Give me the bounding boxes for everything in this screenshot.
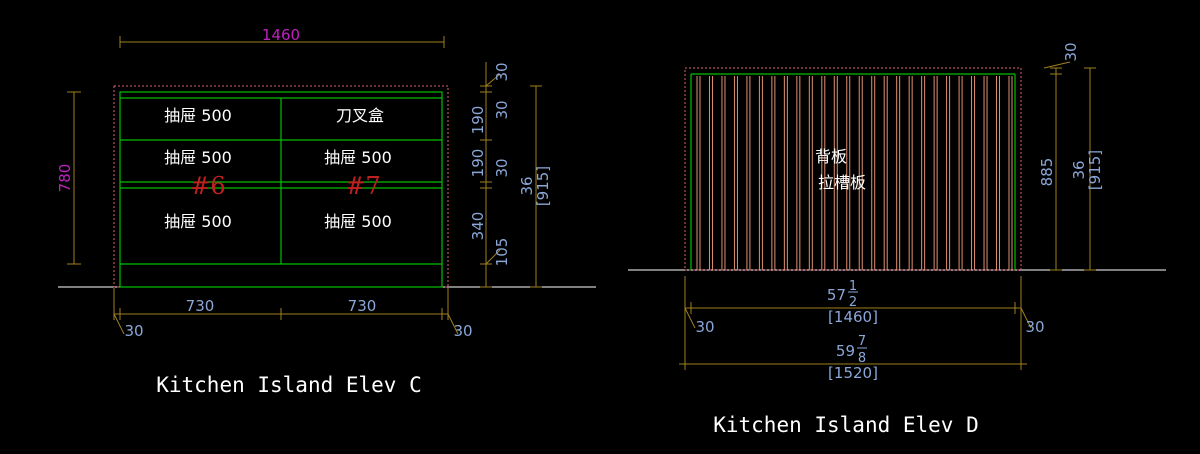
dim-outer-width-metric: [1520] bbox=[828, 364, 878, 382]
dim-width-total-text: 1460 bbox=[262, 26, 300, 44]
drawer-label: 抽屉 500 bbox=[164, 106, 232, 125]
dim-inner-width-num: 1 bbox=[849, 279, 857, 294]
dim-col-right-text: 730 bbox=[348, 297, 377, 315]
panel-label-line2: 拉槽板 bbox=[818, 173, 866, 192]
dim-right-chain-text: 105 bbox=[493, 238, 511, 267]
dim-inner-width-den: 2 bbox=[849, 295, 857, 310]
cabinet-tag-7: #7 bbox=[345, 172, 380, 200]
dim-right-chain-text: 30 bbox=[493, 158, 511, 177]
drawer-label: 抽屉 500 bbox=[164, 148, 232, 167]
dim-right-chain-text: 30 bbox=[493, 100, 511, 119]
dim-height-metric-d-text: [915] bbox=[1086, 150, 1104, 190]
dim-right-chain-text: 30 bbox=[493, 62, 511, 81]
cabinet-tag-6: #6 bbox=[190, 172, 225, 200]
dim-height-885-text: 885 bbox=[1038, 158, 1056, 187]
drawer-label: 抽屉 500 bbox=[324, 212, 392, 231]
drawer-label: 抽屉 500 bbox=[164, 212, 232, 231]
elevation-c: 抽屉 500 刀叉盒 抽屉 500 抽屉 500 抽屉 500 抽屉 500 #… bbox=[56, 26, 596, 397]
dim-height-imperial-text: 36 bbox=[518, 176, 536, 195]
dim-right-d bbox=[1043, 61, 1096, 271]
dim-bottom-d bbox=[679, 276, 1032, 370]
dim-height-total-text: 780 bbox=[56, 164, 74, 193]
drawer-label: 刀叉盒 bbox=[336, 106, 384, 125]
dim-height-imperial-d-text: 36 bbox=[1070, 160, 1088, 179]
slat-group bbox=[696, 76, 1013, 270]
dim-width-total-c bbox=[119, 36, 445, 48]
dim-inner-width-metric: [1460] bbox=[828, 308, 878, 326]
dim-height-metric-text: [915] bbox=[534, 166, 552, 206]
panel-frame-d bbox=[690, 73, 1016, 270]
dim-top-30-d-text: 30 bbox=[1062, 42, 1080, 61]
panel-outline-dashed-d bbox=[684, 67, 1022, 271]
elevation-d: 背板 拉槽板 30 885 36 [915] bbox=[628, 42, 1166, 437]
dim-inner-width-whole: 57 bbox=[827, 286, 846, 304]
dim-right-chain-text: 340 bbox=[469, 212, 487, 241]
dim-height-total-c bbox=[67, 91, 81, 265]
dim-chain-right-c bbox=[480, 62, 542, 288]
dim-right-chain-text: 190 bbox=[469, 106, 487, 135]
dim-right-30-text: 30 bbox=[453, 322, 472, 340]
dim-outer-width-den: 8 bbox=[858, 351, 866, 366]
dim-outer-width-num: 7 bbox=[858, 334, 866, 349]
dim-col-left-text: 730 bbox=[186, 297, 215, 315]
elevation-c-title: Kitchen Island Elev C bbox=[156, 373, 422, 397]
drawer-label: 抽屉 500 bbox=[324, 148, 392, 167]
dim-right-chain-text: 190 bbox=[469, 149, 487, 178]
dim-bottom-c bbox=[113, 288, 459, 335]
panel-label-line1: 背板 bbox=[815, 147, 847, 166]
elevation-d-title: Kitchen Island Elev D bbox=[713, 413, 979, 437]
cabinet-frame-c bbox=[119, 91, 443, 288]
dim-right-30-d-text: 30 bbox=[1025, 318, 1044, 336]
dim-outer-width-whole: 59 bbox=[836, 342, 855, 360]
dim-left-30-d-text: 30 bbox=[695, 318, 714, 336]
dim-left-30-text: 30 bbox=[124, 322, 143, 340]
